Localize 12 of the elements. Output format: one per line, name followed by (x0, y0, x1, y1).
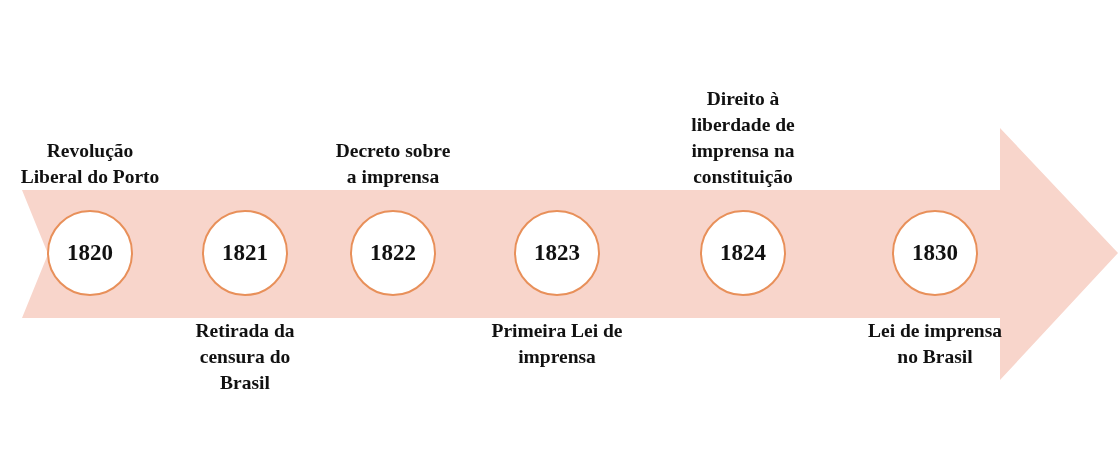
year-label: 1821 (222, 240, 268, 266)
event-label: Decreto sobre a imprensa (334, 139, 452, 189)
year-label: 1820 (67, 240, 113, 266)
year-label: 1830 (912, 240, 958, 266)
event-label: Revolução Liberal do Porto (20, 139, 160, 189)
year-label: 1824 (720, 240, 766, 266)
event-label: Lei de imprensa no Brasil (867, 319, 1003, 369)
event-label: Direito à liberdade de imprensa na constituição (690, 87, 796, 189)
event-label: Primeira Lei de imprensa (490, 319, 624, 369)
year-label: 1823 (534, 240, 580, 266)
year-label: 1822 (370, 240, 416, 266)
event-label: Retirada da censura do Brasil (194, 319, 296, 395)
